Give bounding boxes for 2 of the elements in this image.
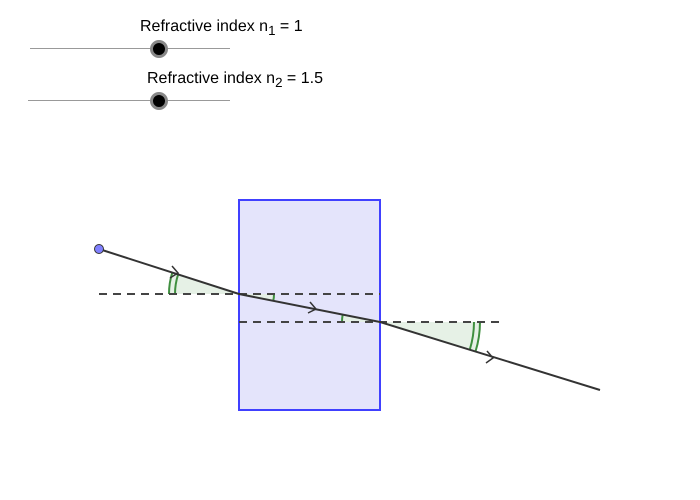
slider-label: Refractive index n$_{1}$ = 1 <box>140 18 303 38</box>
slider-label: Refractive index n$_{2}$ = 1.5 <box>147 70 323 90</box>
